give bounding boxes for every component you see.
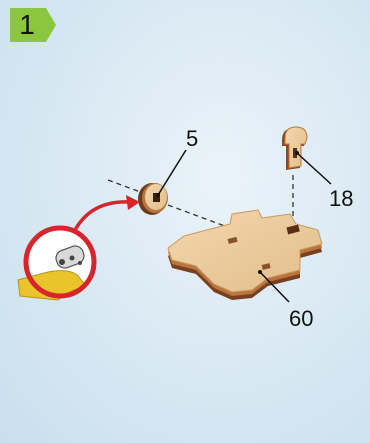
glue-magnifier (17, 225, 97, 301)
base-plate-piece (167, 209, 323, 300)
pointer-arrow (73, 195, 140, 231)
callout-dots (156, 151, 299, 274)
callout-leaders (157, 149, 332, 303)
peg-piece (282, 126, 308, 170)
step-badge: 1 (8, 8, 56, 42)
guide-lines (107, 175, 294, 229)
callout-part-5: 5 (186, 126, 199, 151)
callout-part-60: 60 (289, 306, 314, 331)
step-badge-shape (10, 8, 56, 42)
round-disc-piece (138, 183, 168, 215)
glue-tube-icon (55, 245, 85, 269)
callout-part-18: 18 (329, 186, 354, 211)
step-number: 1 (19, 9, 35, 40)
